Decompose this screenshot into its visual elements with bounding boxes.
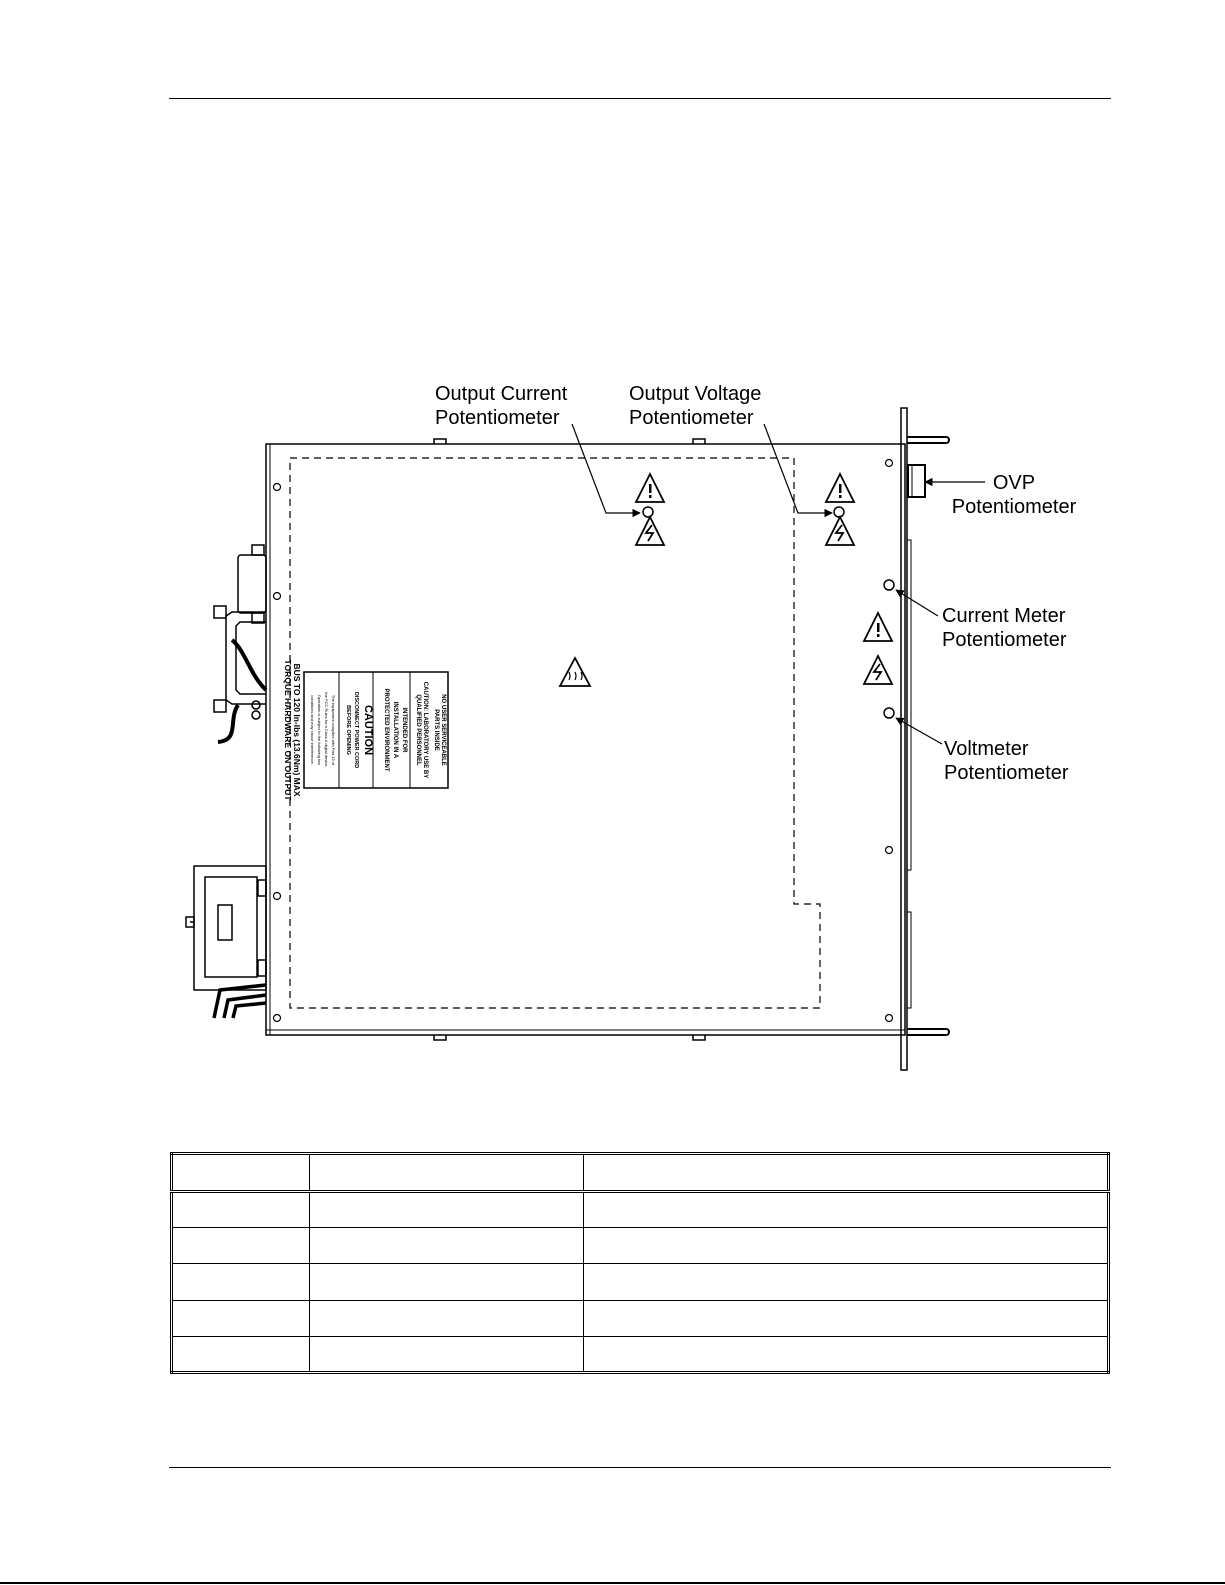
label-text-4: QUALIFIED PERSONNEL <box>415 694 421 766</box>
ovp-knob <box>907 464 926 498</box>
leader-output-current <box>571 423 641 518</box>
output-current-label: Output Current Potentiometer <box>435 383 568 429</box>
fine-text-1: The equipment complies with Part 15 of <box>331 695 336 766</box>
fine-text-3: Operation is subject to the following tw… <box>317 695 322 766</box>
top-rule <box>169 98 1111 99</box>
table-row <box>171 1299 1109 1337</box>
label-text-1: NO USER SERVICEABLE <box>440 694 446 766</box>
label-text-7: PROTECTED ENVIRONMENT <box>383 688 389 771</box>
disconnect-text-2: BEFORE OPENING <box>345 705 351 755</box>
table-cell <box>583 1335 1109 1374</box>
table-cell <box>309 1190 584 1229</box>
rear-connector <box>237 554 267 614</box>
bottom-rule <box>169 1467 1111 1468</box>
table-cell <box>583 1263 1109 1301</box>
front-panel <box>900 407 908 1071</box>
table-cell <box>171 1263 310 1301</box>
dashed-boundary <box>289 457 821 1009</box>
ovp-label: OVP Potentiometer <box>951 472 1077 518</box>
page-bottom-edge <box>0 1582 1225 1584</box>
disconnect-text-1: DISCONNECT POWER CORD <box>353 692 359 768</box>
table-row <box>171 1335 1109 1374</box>
table-header-cell <box>583 1153 1109 1193</box>
fine-text-2: the FCC Rules for a Class A digital devi… <box>324 692 329 767</box>
label-text-6: INSTALLATION IN A <box>392 702 398 759</box>
table-cell <box>309 1299 584 1337</box>
table-row <box>171 1227 1109 1265</box>
leader-current-meter <box>895 589 939 617</box>
torque-text-1: TORQUE HARDWARE ON OUTPUT <box>283 659 293 801</box>
label-text-2: PARTS INSIDE <box>433 709 439 751</box>
table-header-cell <box>171 1153 310 1193</box>
torque-text-2: BUS TO 120 In-lbs (13.6Nm) MAX <box>292 663 302 796</box>
caution-label <box>303 671 449 789</box>
table-cell <box>583 1227 1109 1265</box>
reference-table <box>170 1152 1110 1374</box>
table-cell <box>171 1335 310 1374</box>
current-meter-label: Current Meter Potentiometer <box>942 605 1067 651</box>
table-header-cell <box>309 1153 584 1193</box>
table-cell <box>171 1299 310 1337</box>
chassis-outline <box>265 443 906 1036</box>
table-row <box>171 1190 1109 1229</box>
table-cell <box>171 1190 310 1229</box>
table-cell <box>171 1227 310 1265</box>
fine-text-4: conditions and may cause interference. <box>310 695 315 765</box>
leader-voltmeter <box>895 717 943 745</box>
table-cell <box>583 1299 1109 1337</box>
table-cell <box>309 1335 584 1374</box>
label-text-3: CAUTION: LABORATORY USE BY <box>422 682 428 778</box>
voltmeter-label: Voltmeter Potentiometer <box>944 738 1069 784</box>
label-text-5: INTENDED FOR <box>401 708 407 754</box>
table-row <box>171 1263 1109 1301</box>
output-voltage-label: Output Voltage Potentiometer <box>629 383 762 429</box>
table-header-row <box>171 1153 1109 1193</box>
output-bus <box>225 611 266 705</box>
table-cell <box>309 1227 584 1265</box>
table-cell <box>309 1263 584 1301</box>
leader-output-voltage <box>763 423 833 518</box>
caution-text: CAUTION <box>362 705 374 755</box>
table-cell <box>583 1190 1109 1229</box>
